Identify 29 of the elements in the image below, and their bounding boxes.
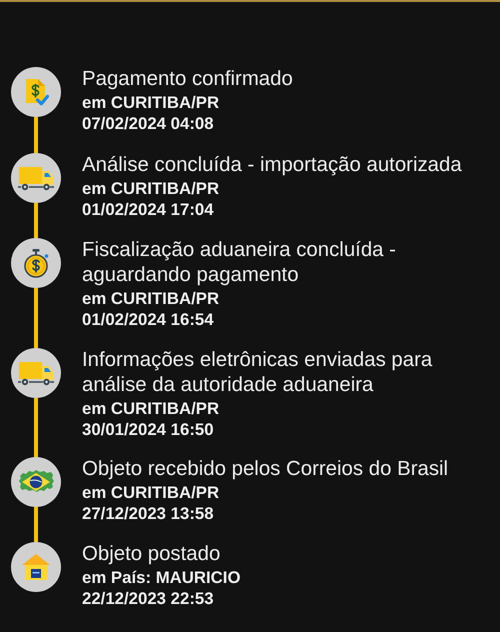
timeline-line: [34, 507, 38, 542]
date-time-text: 07/02/2024 04:08: [82, 113, 215, 134]
timeline-line: [34, 203, 38, 238]
date-time-text: 27/12/2023 13:58: [82, 503, 215, 524]
location-text: em CURITIBA/PR: [82, 482, 220, 503]
location-text: em CURITIBA/PR: [82, 178, 220, 199]
status-title: Objeto recebido pelos Correios do Brasil: [82, 457, 450, 482]
status-circle: [11, 348, 61, 398]
status-circle: [11, 457, 61, 507]
status-title: Informações eletrônicas enviadas para análise da autoridade aduaneira: [82, 348, 434, 398]
date-time-text: 22/12/2023 22:53: [82, 588, 215, 609]
status-circle: [11, 238, 61, 288]
status-circle: [11, 67, 61, 117]
timeline-line: [34, 398, 38, 457]
location-text: em CURITIBA/PR: [82, 92, 220, 113]
status-circle: [11, 153, 61, 203]
timeline-line: [34, 117, 38, 153]
status-title: Pagamento confirmado: [82, 67, 294, 92]
status-circle: [11, 542, 61, 592]
location-text: em CURITIBA/PR: [82, 288, 220, 309]
date-time-text: 30/01/2024 16:50: [82, 419, 215, 440]
timeline-line: [34, 288, 38, 348]
status-title: Análise concluída - importação autorizada: [82, 153, 463, 178]
status-title: Objeto postado: [82, 542, 222, 567]
status-title: Fiscalização aduaneira concluída - aguardando pagamento: [82, 238, 397, 288]
date-time-text: 01/02/2024 17:04: [82, 199, 215, 220]
date-time-text: 01/02/2024 16:54: [82, 309, 215, 330]
location-text: em CURITIBA/PR: [82, 398, 220, 419]
location-text: em País: MAURICIO: [82, 567, 242, 588]
